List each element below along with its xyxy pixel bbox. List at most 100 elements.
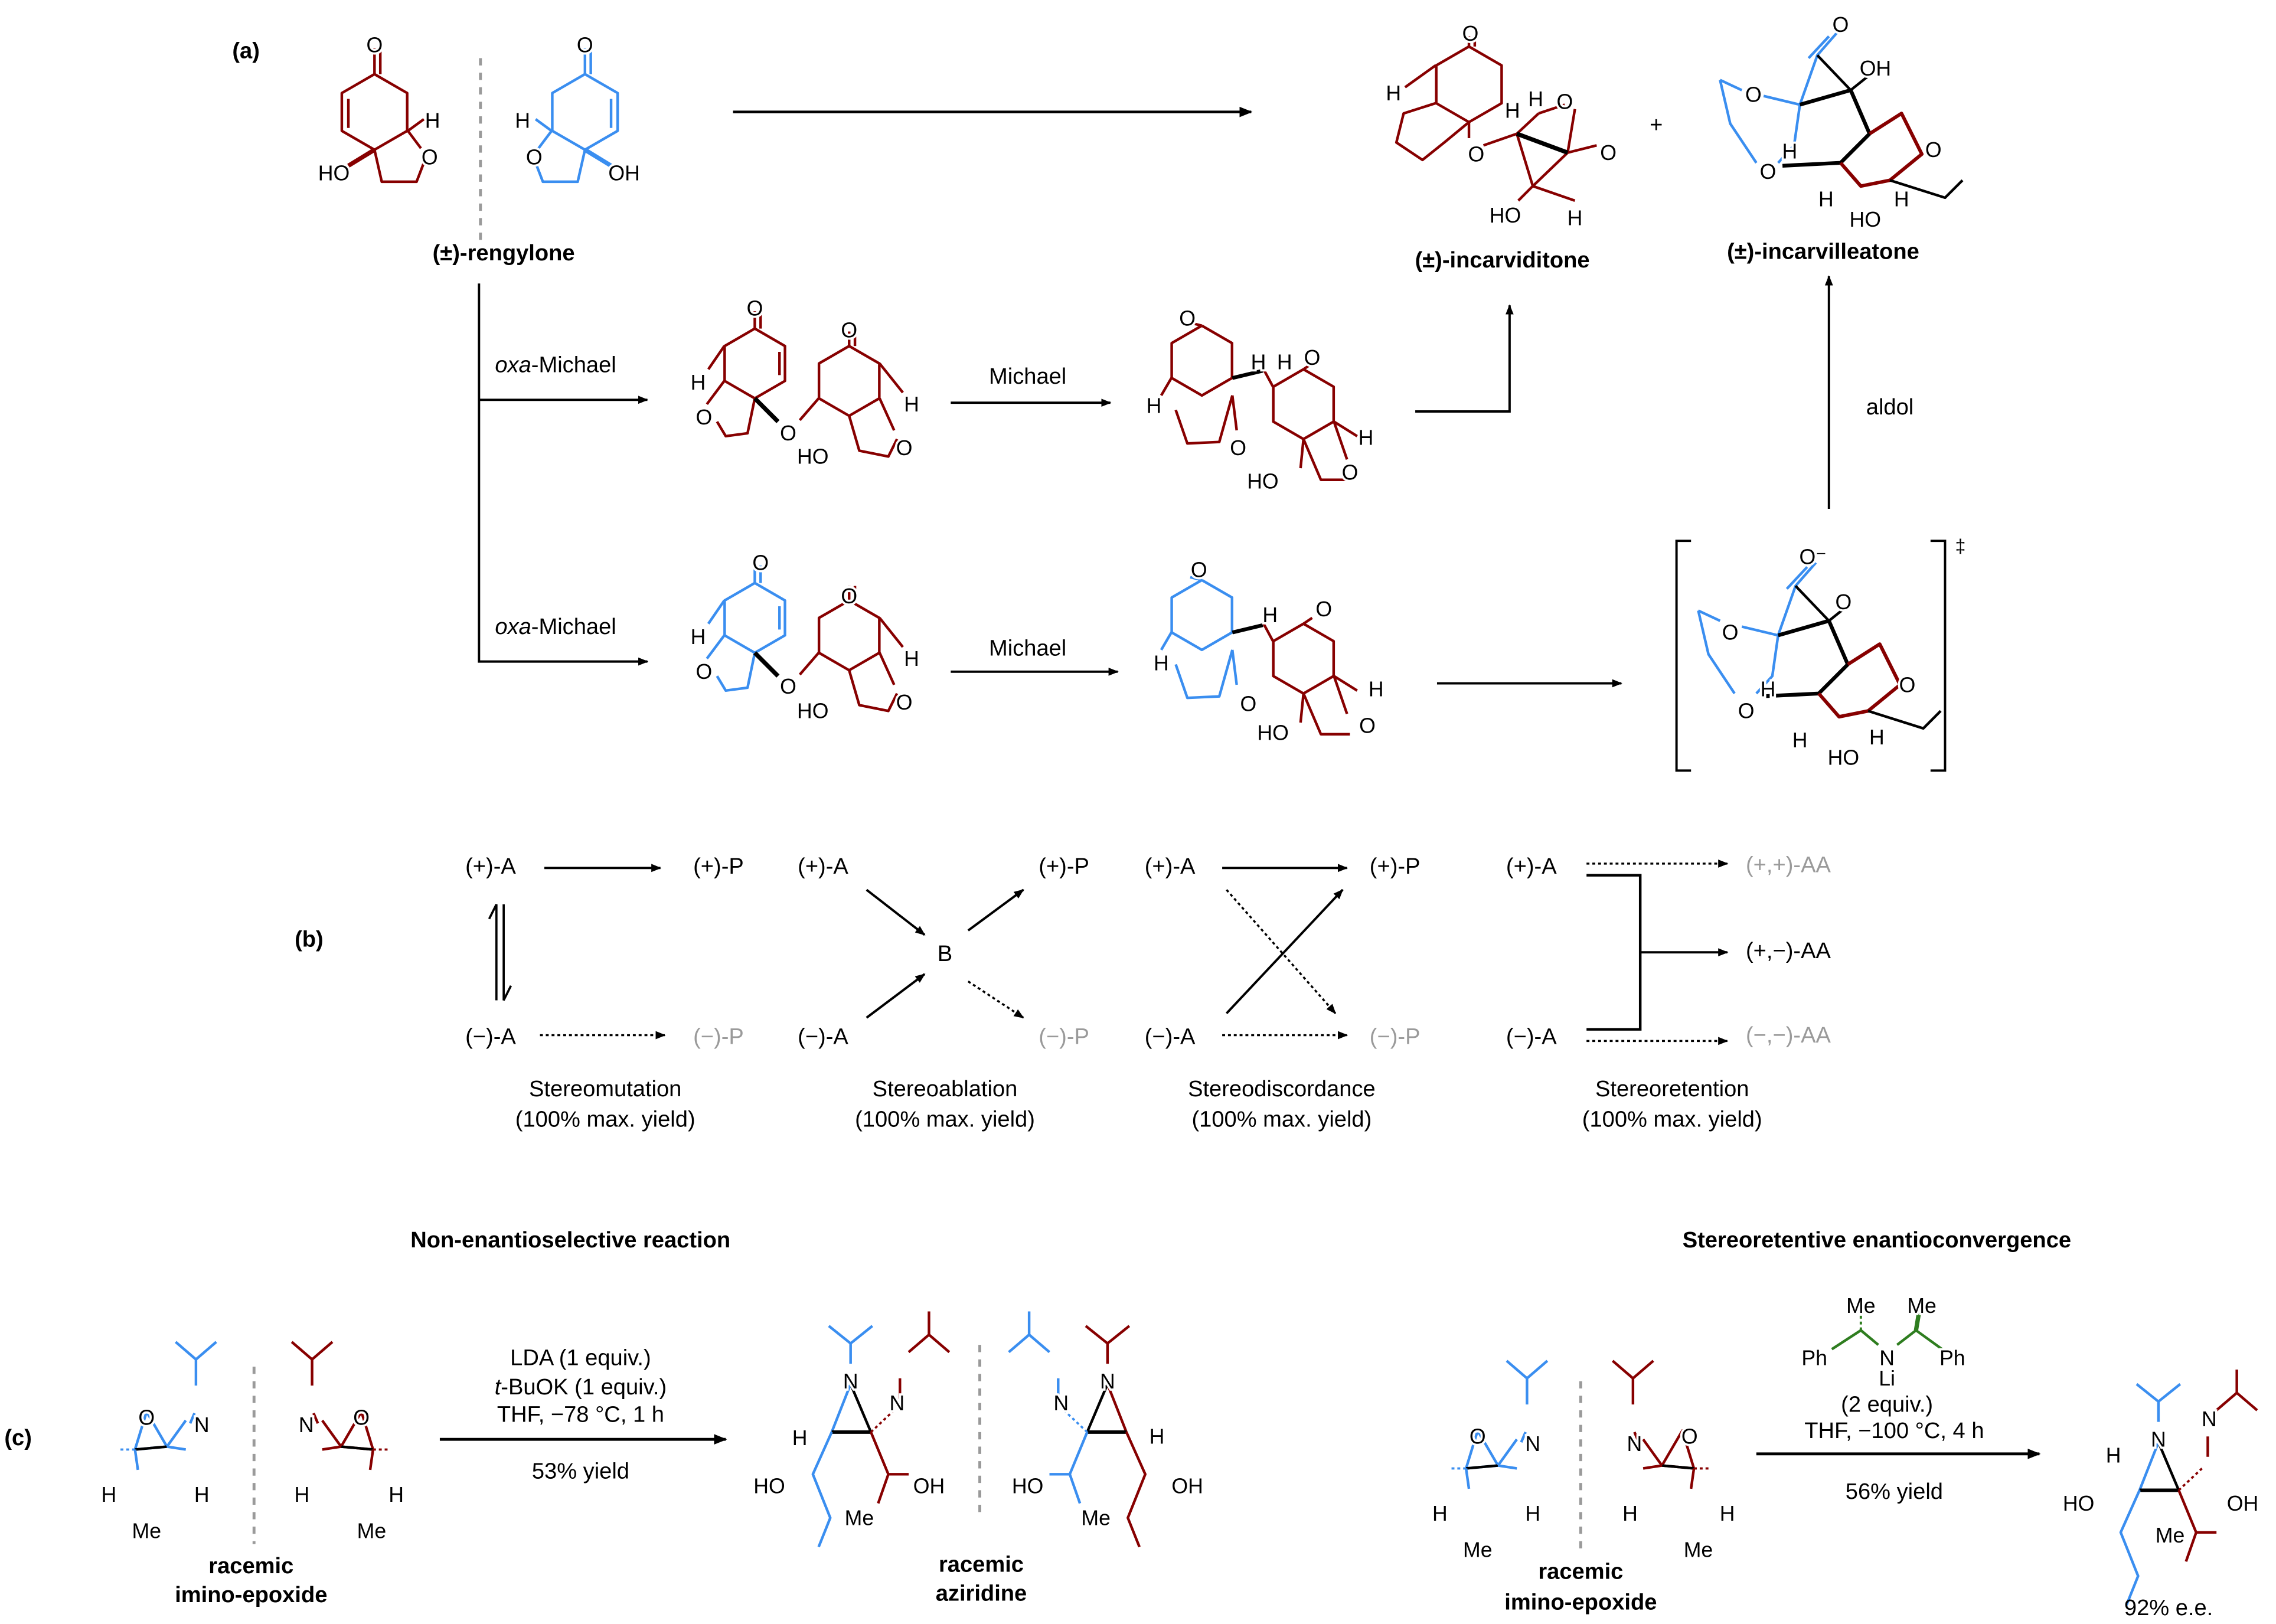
equilibrium-arrow-down <box>502 904 512 1001</box>
atom-label: N <box>1879 1347 1895 1370</box>
arrow <box>967 888 1024 932</box>
bond <box>1839 112 1924 188</box>
bond <box>723 327 786 400</box>
bond <box>347 148 376 168</box>
bond <box>2135 1383 2160 1422</box>
panel-a: (a) (±)-rengylone (±)-incarviditone + (±… <box>232 38 1965 772</box>
atom-label: N <box>843 1370 858 1393</box>
equilibrium-arrow-up <box>488 904 498 1001</box>
bond <box>1763 94 1801 164</box>
atom-label: OH <box>2227 1492 2258 1515</box>
atom-label: H <box>1432 1502 1448 1525</box>
atom-label: H <box>1869 726 1885 749</box>
atom-label: O <box>577 34 593 57</box>
atom-label: O <box>1899 673 1916 697</box>
atom-label: N <box>890 1391 905 1415</box>
atom-label: O <box>896 436 913 460</box>
atom-label: O <box>696 660 713 684</box>
bond <box>1831 1329 1879 1351</box>
atom-label: HO <box>318 161 350 185</box>
atom-label: O <box>353 1406 370 1430</box>
atom-label: H <box>515 109 530 133</box>
minus-p: (−)-P <box>1039 1024 1089 1049</box>
atom-label: O <box>526 145 543 169</box>
condition-lda: LDA (1 equiv.) <box>510 1345 651 1371</box>
bond <box>1896 1329 1943 1351</box>
atom-label: N <box>1525 1432 1540 1456</box>
atom-label: H <box>1720 1502 1735 1525</box>
atom-label: HO <box>1828 746 1859 769</box>
bond <box>1520 1432 1527 1443</box>
atom-label: H <box>102 1483 117 1507</box>
atom-label: Me <box>845 1506 874 1530</box>
atom-label: Me <box>1907 1294 1937 1318</box>
minus-a: (−)-A <box>1145 1024 1196 1049</box>
right-sm-label-2: imino-epoxide <box>1504 1589 1657 1615</box>
right-sm-label-1: racemic <box>1538 1559 1623 1584</box>
atom-label: O <box>1835 590 1852 614</box>
bond <box>1532 144 1597 187</box>
dotted-arrow <box>967 980 1024 1019</box>
atom-label: H <box>1359 426 1374 450</box>
plus-p: (+)-P <box>1039 854 1089 879</box>
bond <box>1170 579 1233 652</box>
bond <box>848 669 899 713</box>
bond <box>1889 179 1964 200</box>
bond <box>1828 602 1852 622</box>
molecule-structures <box>117 31 2258 1606</box>
atom-label: O <box>1179 307 1196 331</box>
bond <box>2184 1532 2197 1562</box>
bond <box>878 652 896 685</box>
bond <box>2178 1468 2203 1491</box>
atom-label: H <box>425 109 440 133</box>
atom-label: O <box>896 691 913 714</box>
atom-label: H <box>1761 678 1776 701</box>
bond <box>1816 54 1852 92</box>
bond <box>1785 566 1808 590</box>
atom-label: HO <box>1012 1474 1043 1498</box>
bond <box>1299 693 1305 723</box>
bond <box>1174 395 1234 445</box>
condition-equiv: (2 equiv.) <box>1841 1391 1933 1417</box>
atom-label: O <box>1230 436 1246 460</box>
atom-label: H <box>1150 1425 1165 1449</box>
bond <box>716 652 756 692</box>
bond <box>1302 692 1350 736</box>
bond <box>407 130 422 149</box>
panel-c: (c) Non-enantioselective reaction Stereo… <box>4 1227 2213 1620</box>
bond <box>407 118 425 132</box>
bond <box>1027 1311 1050 1354</box>
bond <box>1068 1473 1082 1504</box>
bond <box>537 130 553 149</box>
bond <box>321 1419 342 1447</box>
plus-sign: + <box>1650 112 1663 138</box>
atom-label: O <box>1462 22 1479 45</box>
atom-label: O <box>1681 1425 1698 1449</box>
bond <box>311 1341 334 1386</box>
yield-right: 56% yield <box>1846 1479 1943 1504</box>
atom-label: HO <box>1490 204 1521 227</box>
bond <box>1160 377 1173 397</box>
atom-label: N <box>1627 1432 1642 1456</box>
atom-label: O <box>1342 461 1359 485</box>
bond <box>1794 584 1830 622</box>
title: Stereoablation <box>873 1076 1018 1102</box>
bond <box>706 380 726 406</box>
bond <box>373 149 425 184</box>
oxa-michael-label-top: oxa-Michael <box>495 352 616 377</box>
bond <box>828 1325 852 1364</box>
minus-a: (−)-A <box>798 1024 848 1049</box>
title: Stereomutation <box>529 1076 681 1102</box>
ts-bracket-right <box>1930 540 1947 772</box>
stereoablation-scheme: (+)-A (−)-A B (+)-P (−)-P Stereoablation… <box>798 854 1089 1132</box>
bond <box>753 651 780 678</box>
merge-bracket <box>1586 874 1642 1031</box>
bond <box>811 1431 833 1548</box>
bond <box>928 1334 951 1354</box>
